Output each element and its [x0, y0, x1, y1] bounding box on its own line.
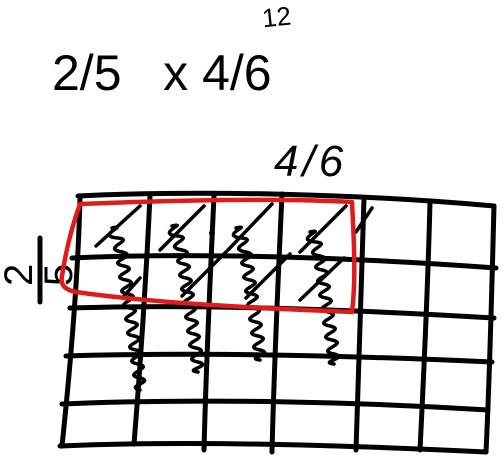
multiplication-expression: 2/5 x 4/6	[52, 45, 272, 101]
area-model-grid	[57, 190, 499, 455]
squiggle-col-1	[107, 225, 147, 392]
handwritten-row-fraction: 2 5	[0, 235, 81, 305]
diagonal-hatching	[94, 202, 374, 302]
product-highlight-box	[59, 197, 357, 315]
grid-line-v5	[353, 195, 367, 453]
handwritten-top-label: 12	[261, 1, 293, 34]
grid-line-v7	[483, 203, 497, 455]
hatch-line	[298, 256, 346, 302]
squiggle-col-4	[305, 229, 341, 366]
grid-line-v2	[131, 193, 153, 447]
grid-line-h5	[59, 398, 491, 413]
hatch-line	[158, 204, 206, 252]
handwritten-column-label: 4/6	[274, 137, 347, 186]
hatch-line	[226, 202, 274, 252]
grid-line-v4	[269, 191, 285, 455]
hatch-line	[298, 204, 348, 254]
squiggle-col-2	[167, 223, 205, 374]
handwritten-row-denominator: 5	[37, 264, 81, 286]
hatch-line	[244, 252, 292, 300]
grid-line-h6	[57, 441, 489, 455]
grid-line-v6	[417, 199, 433, 453]
stray-dot	[209, 230, 215, 236]
hatch-line	[354, 206, 374, 234]
hatch-line	[180, 250, 228, 298]
grid-line-h4	[63, 351, 495, 365]
handwritten-row-numerator: 2	[0, 264, 41, 286]
hatch-line	[94, 204, 142, 248]
vertical-shading	[107, 223, 341, 392]
grid-line-v1	[59, 195, 83, 449]
grid-line-v3	[201, 193, 217, 453]
hatch-line	[122, 276, 142, 298]
